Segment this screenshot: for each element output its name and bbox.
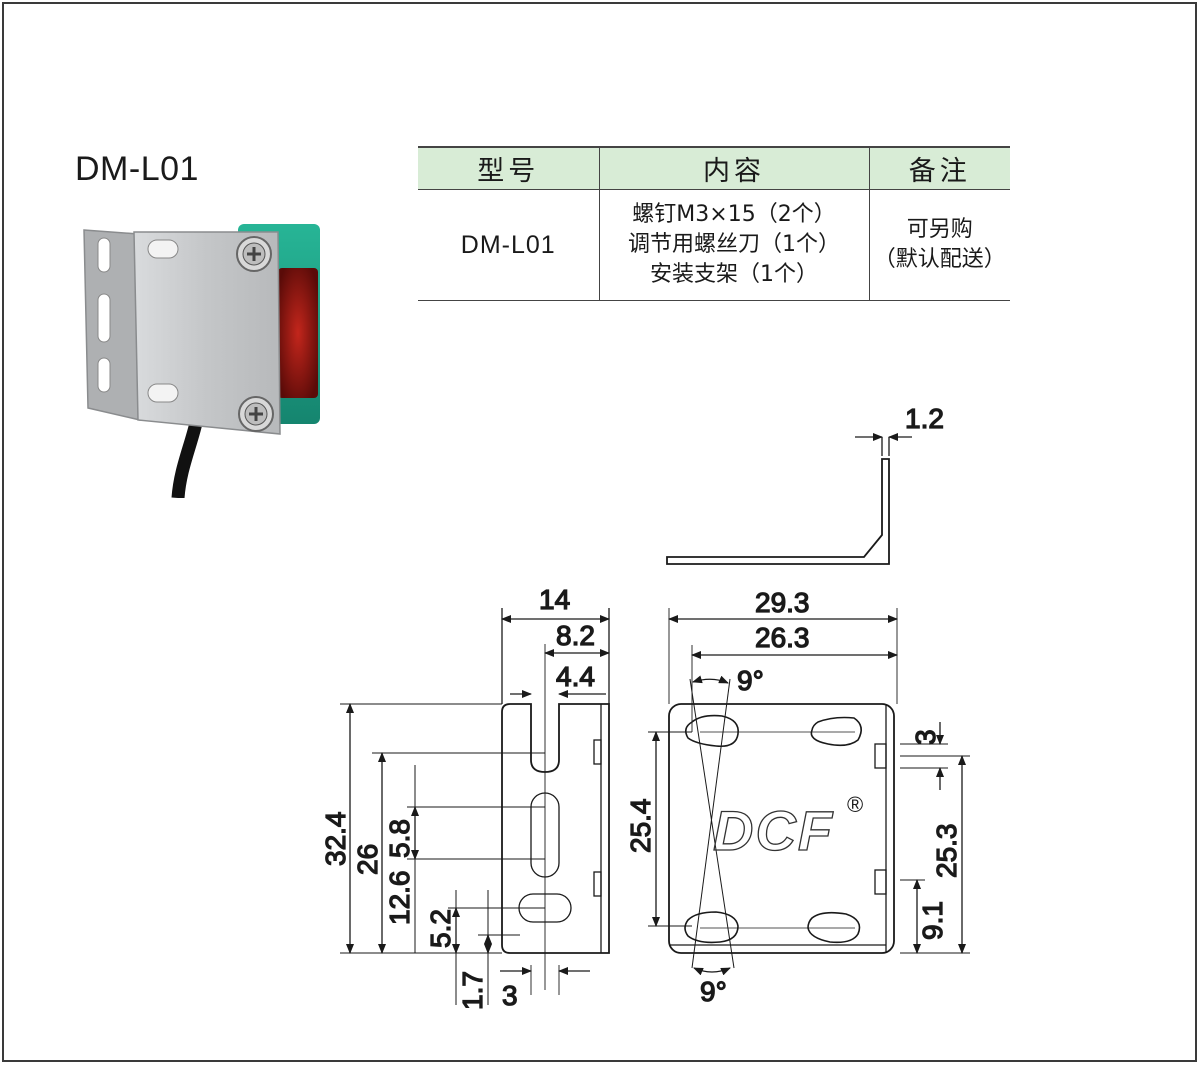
dim-side-width: 14 [539, 584, 570, 615]
dim-angle-bottom: 9° [700, 976, 727, 1007]
table-row: DM-L01 螺钉M3×15（2个） 调节用螺丝刀（1个） 安装支架（1个） 可… [418, 189, 1010, 301]
dim-right-9-1: 9.1 [917, 901, 948, 940]
dim-1-7: 1.7 [457, 971, 488, 1010]
remarks-line: （默认配送） [873, 247, 1006, 272]
bracket-plate [133, 231, 281, 435]
dim-total-height: 32.4 [320, 812, 351, 867]
side-view [501, 644, 610, 995]
dim-front-height: 25.4 [625, 799, 656, 854]
cell-model: DM-L01 [418, 189, 599, 301]
registered-mark: ® [847, 792, 863, 817]
dim-slot-5-8: 5.8 [384, 819, 415, 858]
spec-table: 型号 内容 备注 DM-L01 螺钉M3×15（2个） 调节用螺丝刀（1个） 安… [418, 146, 1010, 301]
remarks-line: 可另购 [906, 217, 973, 242]
model-title: DM-L01 [75, 150, 199, 188]
dim-8-2: 8.2 [556, 620, 595, 651]
cable [171, 421, 203, 498]
header-remarks: 备注 [868, 146, 1010, 190]
dim-front-width: 29.3 [755, 587, 810, 618]
dim-12-6: 12.6 [384, 871, 415, 926]
table-header-row: 型号 内容 备注 [418, 146, 1010, 190]
bracket-profile [666, 433, 912, 565]
screw-icon [238, 396, 274, 432]
dim-right-25-3: 25.3 [931, 824, 962, 879]
front-view [668, 678, 895, 969]
sensor-lens [278, 268, 318, 398]
product-photo [83, 224, 320, 498]
dim-3-bottom: 3 [502, 980, 518, 1011]
dim-front-inner: 26.3 [755, 622, 810, 653]
dim-26: 26 [352, 844, 383, 875]
dim-4-4: 4.4 [556, 661, 595, 692]
dim-right-3: 3 [910, 729, 941, 745]
contents-line: 调节用螺丝刀（1个） [628, 232, 840, 257]
header-model: 型号 [418, 146, 599, 190]
dim-5-2: 5.2 [425, 909, 456, 948]
contents-line: 螺钉M3×15（2个） [632, 202, 836, 227]
screw-icon [236, 236, 272, 272]
cell-contents: 螺钉M3×15（2个） 调节用螺丝刀（1个） 安装支架（1个） [598, 189, 869, 301]
header-contents: 内容 [598, 146, 869, 190]
cell-remarks: 可另购 （默认配送） [868, 189, 1010, 301]
contents-line: 安装支架（1个） [650, 262, 818, 287]
dim-thickness: 1.2 [905, 403, 944, 434]
dim-angle-top: 9° [737, 665, 764, 696]
brand-logo: DCF [713, 799, 834, 862]
